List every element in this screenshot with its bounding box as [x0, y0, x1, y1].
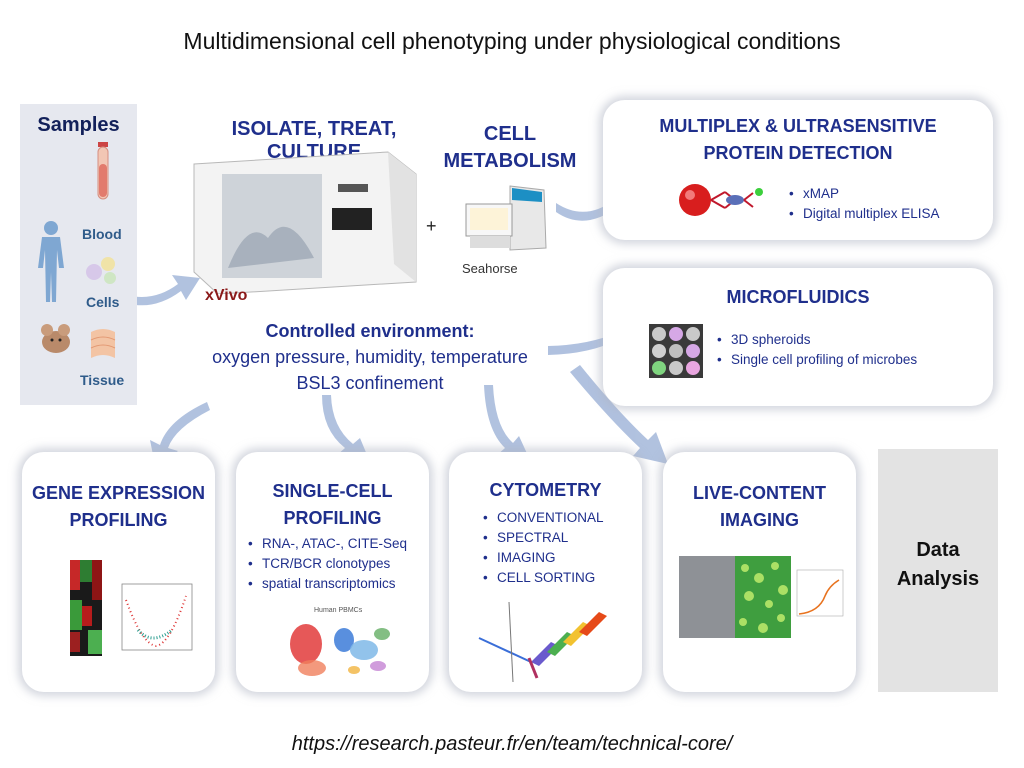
environment-conditions: oxygen pressure, humidity, temperature	[212, 347, 528, 367]
plus-sign: +	[426, 216, 437, 236]
microfluidics-item-spheroids: 3D spheroids	[717, 330, 917, 350]
multiplex-heading-line1: MULTIPLEX & ULTRASENSITIVE	[659, 116, 937, 136]
arrow-to-cytometry	[484, 385, 530, 460]
heatmap-volcano-thumbnail	[70, 560, 193, 656]
metabolism-heading-line2: METABOLISM	[443, 150, 577, 172]
tissue-icon	[90, 329, 116, 358]
arrow-samples-to-culture	[118, 275, 200, 306]
samples-title: Samples	[37, 114, 120, 136]
seahorse-analyzer-image	[465, 185, 547, 251]
single-cell-list: RNA-, ATAC-, CITE-Seq TCR/BCR clonotypes…	[248, 534, 407, 594]
microfluidics-list: 3D spheroids Single cell profiling of mi…	[717, 330, 917, 370]
gene-expression-heading: GENE EXPRESSION PROFILING	[22, 480, 215, 534]
seahorse-label: Seahorse	[462, 261, 518, 276]
single-cell-card: SINGLE-CELL PROFILING RNA-, ATAC-, CITE-…	[236, 452, 429, 692]
live-imaging-heading-line2: IMAGING	[720, 510, 799, 530]
data-analysis-label: Data Analysis	[878, 536, 998, 594]
single-cell-item-spatial: spatial transcriptomics	[248, 574, 407, 594]
metabolism-heading-line1: CELL	[483, 123, 537, 145]
microfluidics-heading: MICROFLUIDICS	[726, 287, 870, 307]
multiplex-heading: MULTIPLEX & ULTRASENSITIVE PROTEIN DETEC…	[603, 113, 993, 167]
multiplex-heading-line2: PROTEIN DETECTION	[703, 143, 893, 163]
arrow-to-imaging	[570, 365, 668, 464]
blood-tube-icon	[97, 142, 109, 200]
data-analysis-panel	[878, 449, 998, 692]
arrow-to-microfluidics	[548, 322, 640, 355]
cytometry-heading: CYTOMETRY	[489, 480, 602, 500]
cytometry-item-conventional: CONVENTIONAL	[483, 508, 604, 528]
multiplex-list: xMAP Digital multiplex ELISA	[789, 184, 940, 224]
single-cell-heading: SINGLE-CELL PROFILING	[236, 478, 429, 532]
single-cell-heading-line1: SINGLE-CELL	[272, 481, 393, 501]
live-imaging-card: LIVE-CONTENT IMAGING	[663, 452, 856, 692]
xvivo-label: xVivo	[205, 287, 248, 304]
cytometry-card: CYTOMETRY CONVENTIONAL SPECTRAL IMAGING …	[449, 452, 642, 692]
data-analysis-line1: Data	[916, 539, 960, 561]
umap-plot-thumbnail	[290, 624, 390, 676]
environment-confinement: BSL3 confinement	[296, 373, 444, 393]
live-imaging-heading-line1: LIVE-CONTENT	[693, 483, 826, 503]
single-cell-item-clonotypes: TCR/BCR clonotypes	[248, 554, 407, 574]
flow-cytometer-optics-thumbnail	[478, 602, 607, 682]
live-imaging-heading: LIVE-CONTENT IMAGING	[663, 480, 856, 534]
page-title: Multidimensional cell phenotyping under …	[183, 28, 841, 54]
xvivo-chamber-image	[193, 151, 417, 294]
cytometry-item-imaging: IMAGING	[483, 548, 604, 568]
multiplex-item-elisa: Digital multiplex ELISA	[789, 204, 940, 224]
gene-expression-heading-line1: GENE EXPRESSION	[31, 483, 206, 503]
live-imaging-thumbnail	[679, 556, 844, 638]
cells-label: Cells	[86, 294, 120, 310]
source-url: https://research.pasteur.fr/en/team/tech…	[291, 733, 733, 755]
bead-assay-icon	[679, 184, 763, 216]
single-cell-item-seq: RNA-, ATAC-, CITE-Seq	[248, 534, 407, 554]
microfluidics-item-microbes: Single cell profiling of microbes	[717, 350, 917, 370]
multiplex-item-xmap: xMAP	[789, 184, 940, 204]
single-cell-heading-line2: PROFILING	[283, 508, 382, 528]
arrow-to-single-cell	[322, 395, 370, 462]
microfluidics-card: MICROFLUIDICS 3D spheroids Single cell p…	[603, 268, 993, 406]
cytometry-item-spectral: SPECTRAL	[483, 528, 604, 548]
metabolism-heading: CELL METABOLISM	[440, 121, 580, 175]
blood-label: Blood	[82, 226, 122, 242]
environment-title: Controlled environment:	[265, 321, 475, 341]
data-analysis-line2: Analysis	[896, 568, 980, 590]
umap-title: Human PBMCs	[314, 607, 363, 614]
multiplex-card: MULTIPLEX & ULTRASENSITIVE PROTEIN DETEC…	[603, 100, 993, 240]
cells-icon	[86, 257, 116, 284]
samples-panel: Samples Blood Cells Tissue	[20, 104, 137, 405]
cytometry-item-sorting: CELL SORTING	[483, 568, 604, 588]
gene-expression-heading-line2: PROFILING	[69, 510, 168, 530]
tissue-label: Tissue	[80, 372, 125, 388]
human-body-icon	[38, 221, 64, 302]
microfluidic-wells-icon	[649, 324, 703, 378]
cytometry-list: CONVENTIONAL SPECTRAL IMAGING CELL SORTI…	[483, 508, 604, 588]
gene-expression-card: GENE EXPRESSION PROFILING	[22, 452, 215, 692]
mouse-icon	[41, 324, 70, 353]
